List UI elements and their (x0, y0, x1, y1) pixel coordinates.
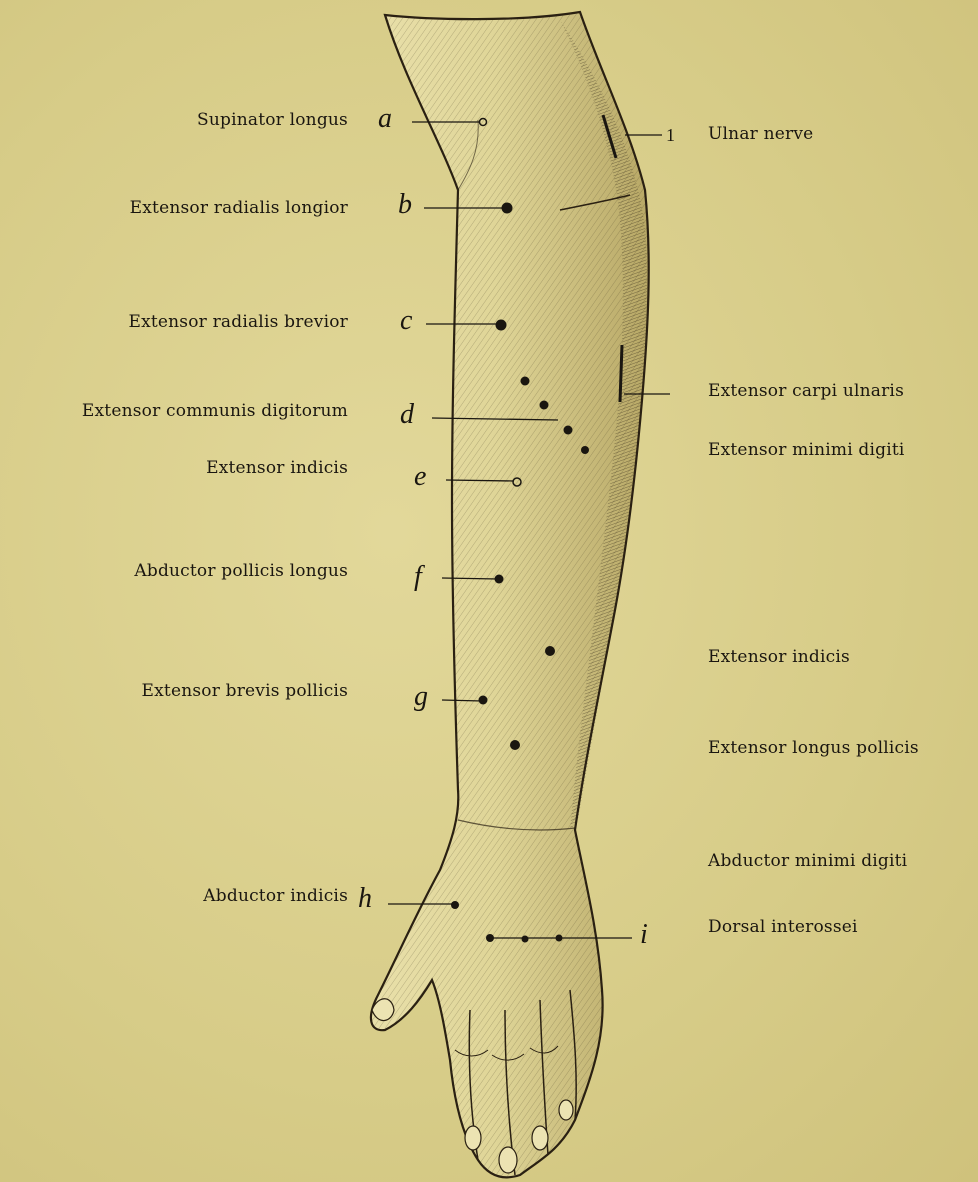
letter-c: c (400, 306, 412, 336)
label-extensor-carpi-ulnaris: Extensor carpi ulnaris (708, 381, 904, 401)
label-extensor-indicis-left: Extensor indicis (206, 458, 348, 478)
label-extensor-longus-pollicis: Extensor longus pollicis (708, 738, 919, 758)
letter-h: h (358, 884, 372, 914)
letter-a: a (378, 104, 392, 134)
label-extensor-radialis-longior: Extensor radialis longior (130, 198, 348, 218)
letter-b: b (398, 190, 412, 220)
letter-g: g (414, 682, 428, 712)
label-ulnar-nerve: Ulnar nerve (708, 124, 813, 144)
letter-e: e (414, 462, 426, 492)
label-supinator-longus: Supinator longus (197, 110, 348, 130)
label-abductor-indicis: Abductor indicis (203, 886, 348, 906)
label-abductor-pollicis-longus: Abductor pollicis longus (134, 561, 348, 581)
label-extensor-indicis-right: Extensor indicis (708, 647, 850, 667)
letter-f: f (414, 562, 422, 592)
label-extensor-radialis-brevior: Extensor radialis brevior (128, 312, 348, 332)
letter-d: d (400, 400, 414, 430)
label-extensor-minimi-digiti: Extensor minimi digiti (708, 440, 905, 460)
label-abductor-minimi-digiti: Abductor minimi digiti (708, 851, 907, 871)
number-1: 1 (666, 120, 675, 150)
label-extensor-communis-digitorum: Extensor communis digitorum (82, 401, 348, 421)
letter-i: i (640, 920, 648, 950)
label-extensor-brevis-pollicis: Extensor brevis pollicis (142, 681, 348, 701)
label-dorsal-interossei: Dorsal interossei (708, 917, 858, 937)
